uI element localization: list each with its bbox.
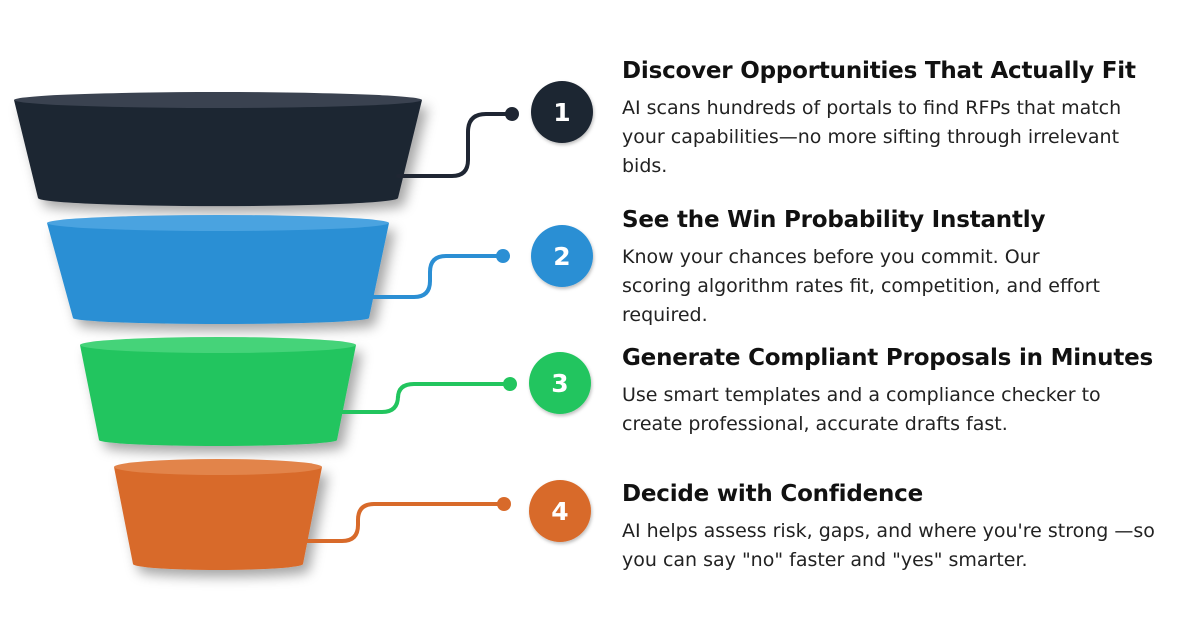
connector-line-1 xyxy=(396,112,514,178)
funnel-tier-4 xyxy=(114,459,322,570)
funnel-tier-3-top xyxy=(80,337,356,353)
connector-line-2 xyxy=(370,254,505,299)
step-1-text: Discover Opportunities That Actually Fit… xyxy=(622,58,1162,181)
connector-dot-2 xyxy=(496,249,510,263)
connector-line-4 xyxy=(303,502,506,543)
connector-dot-4 xyxy=(497,497,511,511)
step-4-text: Decide with Confidence AI helps assess r… xyxy=(622,481,1182,575)
step-3-description: Use smart templates and a compliance che… xyxy=(622,384,1101,435)
step-2-text: See the Win Probability Instantly Know y… xyxy=(622,207,1102,330)
step-3-text: Generate Compliant Proposals in Minutes … xyxy=(622,345,1154,439)
step-4-description: AI helps assess risk, gaps, and where yo… xyxy=(622,520,1155,571)
funnel-tier-4-top xyxy=(114,459,322,475)
funnel-tier-2-top xyxy=(47,215,389,231)
funnel-tier-2 xyxy=(47,215,389,324)
funnel-tier-3 xyxy=(80,337,356,446)
step-badge-2: 2 xyxy=(531,225,593,287)
step-1-title: Discover Opportunities That Actually Fit xyxy=(622,58,1136,84)
funnel-tier-1-top xyxy=(14,92,422,108)
step-1-description: AI scans hundreds of portals to find RFP… xyxy=(622,97,1122,177)
step-badge-4: 4 xyxy=(529,480,591,542)
step-number-3: 3 xyxy=(551,369,568,398)
funnel-tier-4-body xyxy=(114,467,322,570)
step-badge-3: 3 xyxy=(529,352,591,414)
connector-dot-1 xyxy=(505,107,519,121)
funnel-tier-2-body xyxy=(47,223,389,324)
step-number-1: 1 xyxy=(553,98,570,127)
step-3-title: Generate Compliant Proposals in Minutes xyxy=(622,345,1154,371)
step-badge-1: 1 xyxy=(531,81,593,143)
connector-dot-3 xyxy=(503,377,517,391)
step-2-title: See the Win Probability Instantly xyxy=(622,207,1046,233)
step-2-description: Know your chances before you commit. Our… xyxy=(622,246,1100,326)
step-number-4: 4 xyxy=(551,497,568,526)
funnel-tier-3-body xyxy=(80,345,356,446)
funnel-tier-1 xyxy=(14,92,422,207)
connector-line-3 xyxy=(340,382,512,414)
step-number-2: 2 xyxy=(553,242,570,271)
step-4-title: Decide with Confidence xyxy=(622,481,924,507)
funnel-tier-1-body xyxy=(14,100,422,207)
